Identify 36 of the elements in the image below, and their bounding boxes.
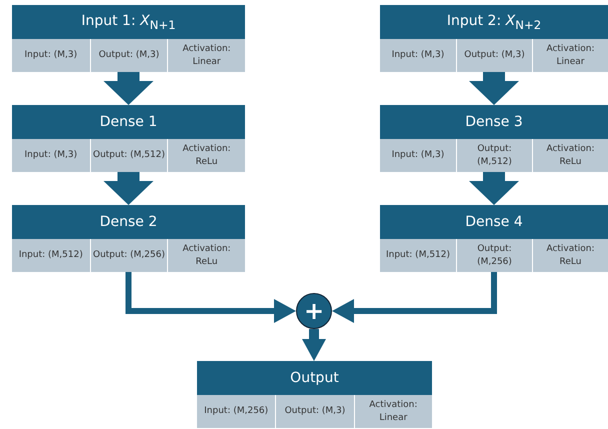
layer-parameter: Activation: Linear (354, 395, 432, 428)
layer-parameter: Output: (M,256) (90, 239, 168, 272)
layer-title: Dense 1 (12, 105, 245, 139)
layer-parameter: Output: (M,3) (457, 39, 532, 72)
layer-parameter: Output: (M,512) (457, 139, 532, 172)
arrow (469, 172, 519, 205)
layer-parameter: Input: (M,3) (12, 39, 90, 72)
layer-title: Input 1: X$_{N+1}$ (12, 5, 245, 39)
layer-parameter: Output: (M,3) (90, 39, 168, 72)
layer-parameter: Input: (M,3) (380, 139, 456, 172)
layer-parameter: Activation: ReLu (533, 239, 608, 272)
layer-parameter: Activation: Linear (168, 39, 245, 72)
layer-parameter: Input: (M,3) (12, 139, 90, 172)
layer-parameter: Output: (M,256) (457, 239, 532, 272)
layer-parameter: Input: (M,3) (380, 39, 456, 72)
sum-circle: + (296, 293, 332, 329)
arrow (302, 329, 326, 361)
layer-parameter: Input: (M,256) (197, 395, 276, 428)
layer-title: Input 2: X$_{N+2}$ (380, 5, 608, 39)
layer-title: Dense 2 (12, 205, 245, 239)
layer-parameter: Activation: ReLu (168, 239, 245, 272)
layer-title: Dense 3 (380, 105, 608, 139)
layer-parameter: Activation: ReLu (168, 139, 245, 172)
arrow (332, 272, 497, 323)
layer-parameter: Input: (M,512) (12, 239, 90, 272)
arrow (104, 172, 154, 205)
layer-parameter: Output: (M,512) (90, 139, 168, 172)
arrow (126, 272, 296, 323)
layer-title: Output (197, 361, 432, 395)
layer-parameter: Output: (M,3) (276, 395, 354, 428)
arrow (104, 72, 154, 105)
arrow (469, 72, 519, 105)
layer-parameter: Input: (M,512) (380, 239, 456, 272)
layer-title: Dense 4 (380, 205, 608, 239)
layer-parameter: Activation: Linear (533, 39, 608, 72)
layer-parameter: Activation: ReLu (533, 139, 608, 172)
